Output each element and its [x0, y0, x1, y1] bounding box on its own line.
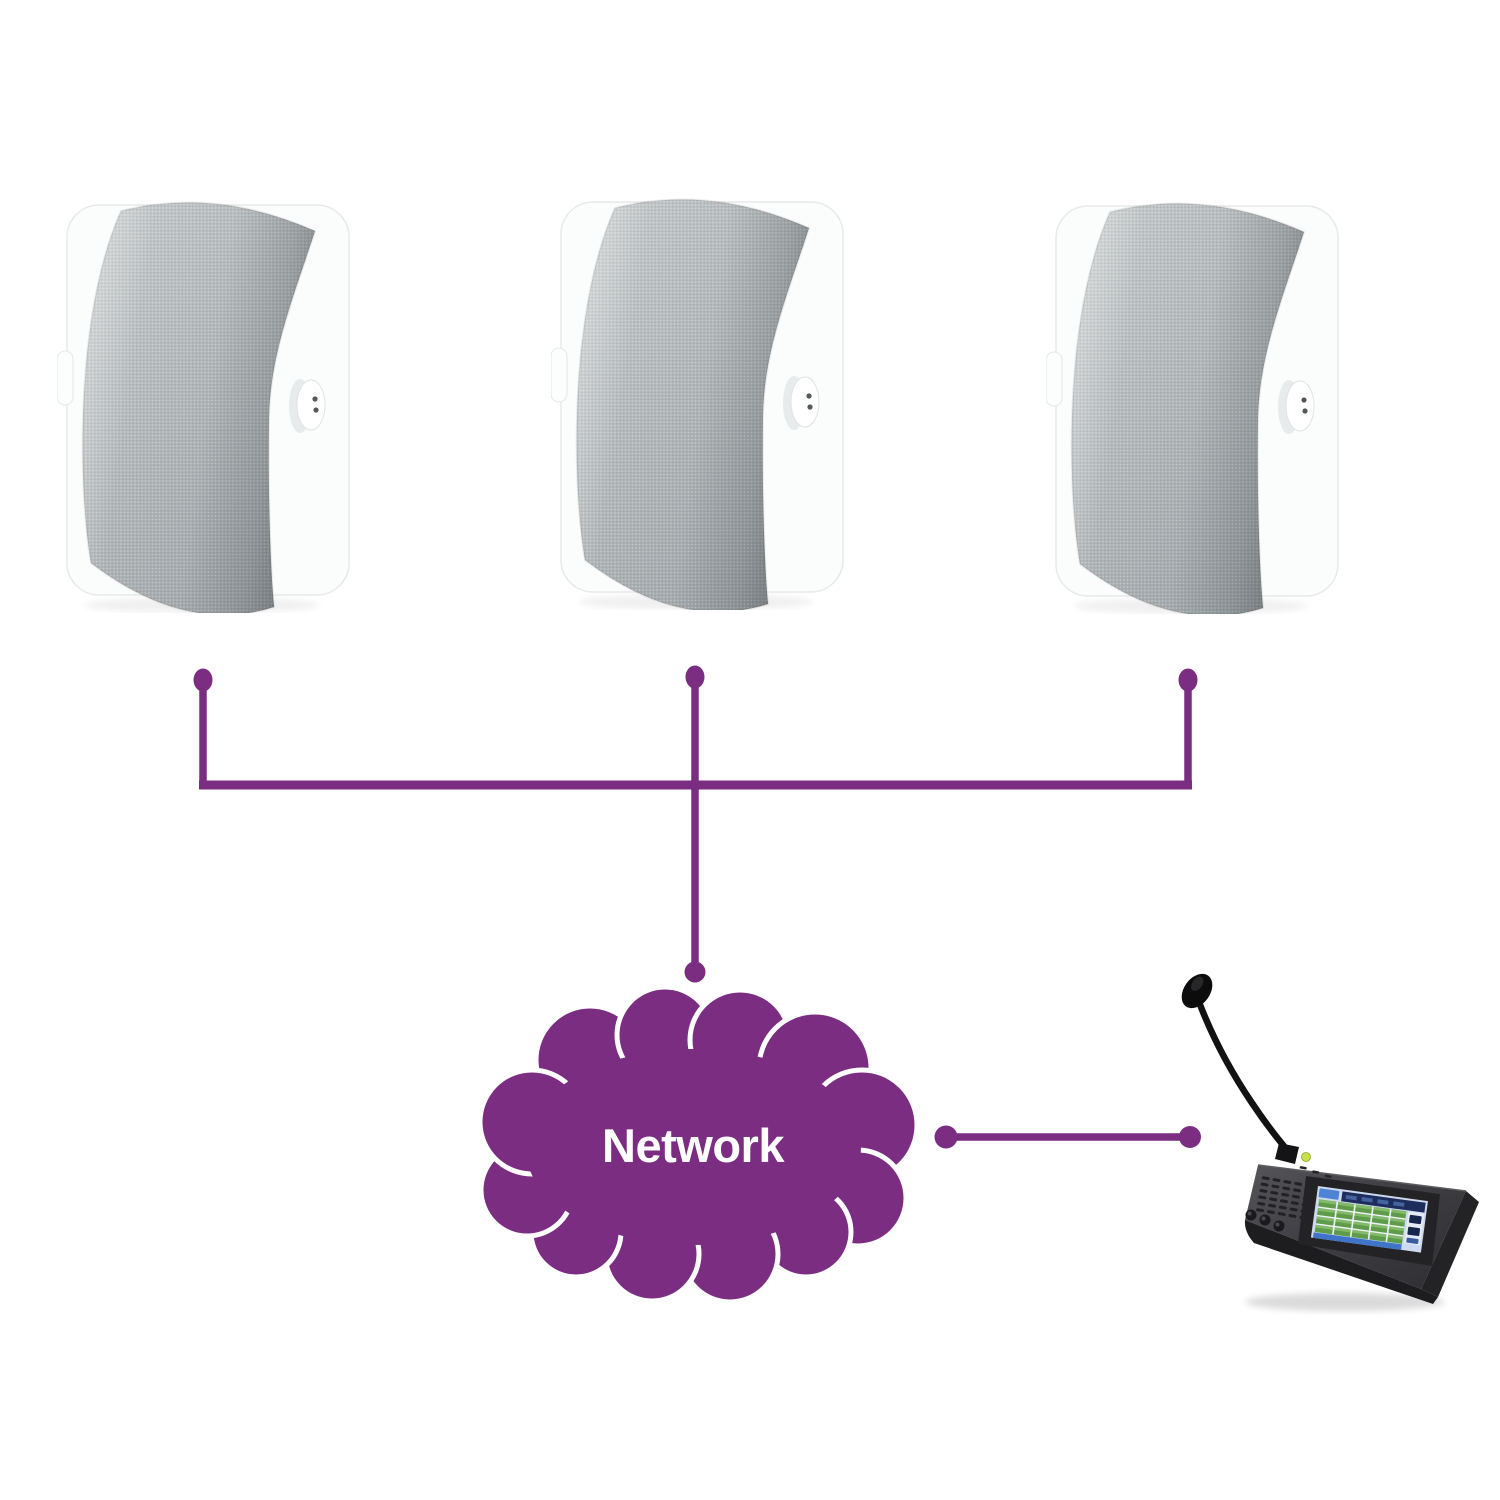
speaker-bus-lines	[199, 678, 1192, 970]
status-led	[1301, 1152, 1311, 1162]
microphone-capsule	[1181, 973, 1213, 1009]
console-link-line	[934, 1125, 1201, 1149]
connector-node-dots	[193, 665, 1198, 983]
network-cloud: Network	[477, 984, 920, 1305]
zone-button-grid	[1314, 1199, 1407, 1244]
console-touchscreen	[1298, 1176, 1440, 1266]
console-shadow	[1245, 1293, 1445, 1311]
gooseneck-microphone	[1181, 973, 1299, 1164]
paging-console	[1181, 973, 1479, 1311]
network-label: Network	[602, 1119, 785, 1172]
microphone-base	[1275, 1143, 1299, 1164]
console-buttons	[1245, 1209, 1285, 1232]
indicator-marks	[1299, 1166, 1332, 1178]
